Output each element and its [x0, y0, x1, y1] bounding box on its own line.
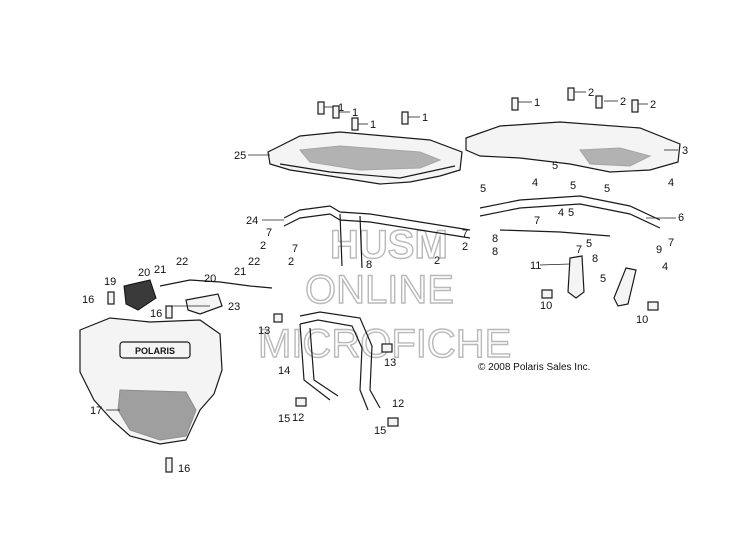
fasteners — [107, 87, 659, 473]
copyright-notice: © 2008 Polaris Sales Inc. — [478, 362, 590, 373]
callout-2[interactable]: 2 — [434, 255, 440, 267]
callout-7[interactable]: 7 — [534, 215, 540, 227]
watermark-line1: HUSM — [330, 223, 448, 267]
callout-24[interactable]: 24 — [246, 215, 258, 227]
callout-10[interactable]: 10 — [540, 300, 552, 312]
callout-8[interactable]: 8 — [366, 259, 372, 271]
callout-21[interactable]: 21 — [234, 266, 246, 278]
callout-14[interactable]: 14 — [278, 365, 290, 377]
callout-4[interactable]: 4 — [532, 177, 538, 189]
callout-23[interactable]: 23 — [228, 301, 240, 313]
headlight[interactable] — [123, 279, 157, 311]
callout-11[interactable]: 11 — [530, 260, 541, 272]
callout-2[interactable]: 2 — [462, 241, 468, 253]
callout-4[interactable]: 4 — [668, 177, 674, 189]
callout-2[interactable]: 2 — [620, 96, 626, 108]
rear-rack[interactable] — [465, 121, 681, 173]
front-rack-support[interactable] — [283, 205, 471, 269]
rear-bracket-right[interactable] — [613, 267, 637, 307]
callout-15[interactable]: 15 — [278, 413, 290, 425]
callout-1[interactable]: 1 — [352, 107, 358, 119]
callout-22[interactable]: 22 — [176, 256, 188, 268]
callout-8[interactable]: 8 — [592, 253, 598, 265]
callout-8[interactable]: 8 — [492, 246, 498, 258]
callout-20[interactable]: 20 — [138, 267, 150, 279]
callout-21[interactable]: 21 — [154, 264, 166, 276]
callout-5[interactable]: 5 — [570, 180, 576, 192]
callout-7[interactable]: 7 — [462, 228, 468, 240]
callout-25[interactable]: 25 — [234, 150, 246, 162]
callout-7[interactable]: 7 — [668, 237, 674, 249]
callout-20[interactable]: 20 — [204, 273, 216, 285]
front-bumper[interactable]: POLARIS — [79, 317, 223, 445]
callout-9[interactable]: 9 — [656, 244, 662, 256]
front-rack[interactable] — [267, 131, 463, 185]
callout-13[interactable]: 13 — [384, 357, 396, 369]
callout-2[interactable]: 2 — [288, 256, 294, 268]
callout-7[interactable]: 7 — [576, 244, 582, 256]
callout-8[interactable]: 8 — [492, 233, 498, 245]
callout-5[interactable]: 5 — [604, 183, 610, 195]
callout-16[interactable]: 16 — [82, 294, 94, 306]
callout-5[interactable]: 5 — [480, 183, 486, 195]
wiring-harness[interactable] — [159, 279, 273, 289]
callout-12[interactable]: 12 — [292, 412, 304, 424]
rear-bracket-left[interactable] — [567, 255, 585, 299]
bumper-logo-text: POLARIS — [135, 346, 175, 356]
callout-12[interactable]: 12 — [392, 398, 404, 410]
callout-1[interactable]: 1 — [422, 112, 428, 124]
auxiliary-lamp[interactable] — [185, 293, 223, 315]
callout-16[interactable]: 16 — [150, 308, 162, 320]
callout-5[interactable]: 5 — [552, 160, 558, 172]
rear-rack-support[interactable] — [479, 195, 661, 237]
callout-17[interactable]: 17 — [90, 405, 102, 417]
callout-1[interactable]: 1 — [338, 102, 344, 114]
callout-6[interactable]: 6 — [678, 212, 684, 224]
watermark-line2: ONLINE — [305, 268, 454, 312]
callout-19[interactable]: 19 — [104, 276, 116, 288]
callout-1[interactable]: 1 — [370, 119, 376, 131]
callout-5[interactable]: 5 — [568, 207, 574, 219]
callout-2[interactable]: 2 — [650, 99, 656, 111]
callout-5[interactable]: 5 — [586, 238, 592, 250]
callout-4[interactable]: 4 — [558, 207, 564, 219]
callout-1[interactable]: 1 — [534, 97, 540, 109]
callout-22[interactable]: 22 — [248, 256, 260, 268]
callouts: 1 1 1 1 1 2 2 2 2 2 3 4 4 4 4 5 5 5 5 5 … — [82, 87, 688, 475]
callout-5[interactable]: 5 — [600, 273, 606, 285]
callout-10[interactable]: 10 — [636, 314, 648, 326]
callout-13[interactable]: 13 — [258, 325, 270, 337]
callout-2[interactable]: 2 — [588, 87, 594, 99]
callout-4[interactable]: 4 — [662, 261, 668, 273]
callout-15[interactable]: 15 — [374, 425, 386, 437]
callout-2[interactable]: 2 — [260, 240, 266, 252]
callout-3[interactable]: 3 — [682, 145, 688, 157]
bumper-mount-tube[interactable] — [299, 311, 381, 411]
callout-7[interactable]: 7 — [266, 227, 272, 239]
bumper-logo-plate — [119, 341, 191, 359]
callout-7[interactable]: 7 — [292, 243, 298, 255]
callout-16[interactable]: 16 — [178, 463, 190, 475]
